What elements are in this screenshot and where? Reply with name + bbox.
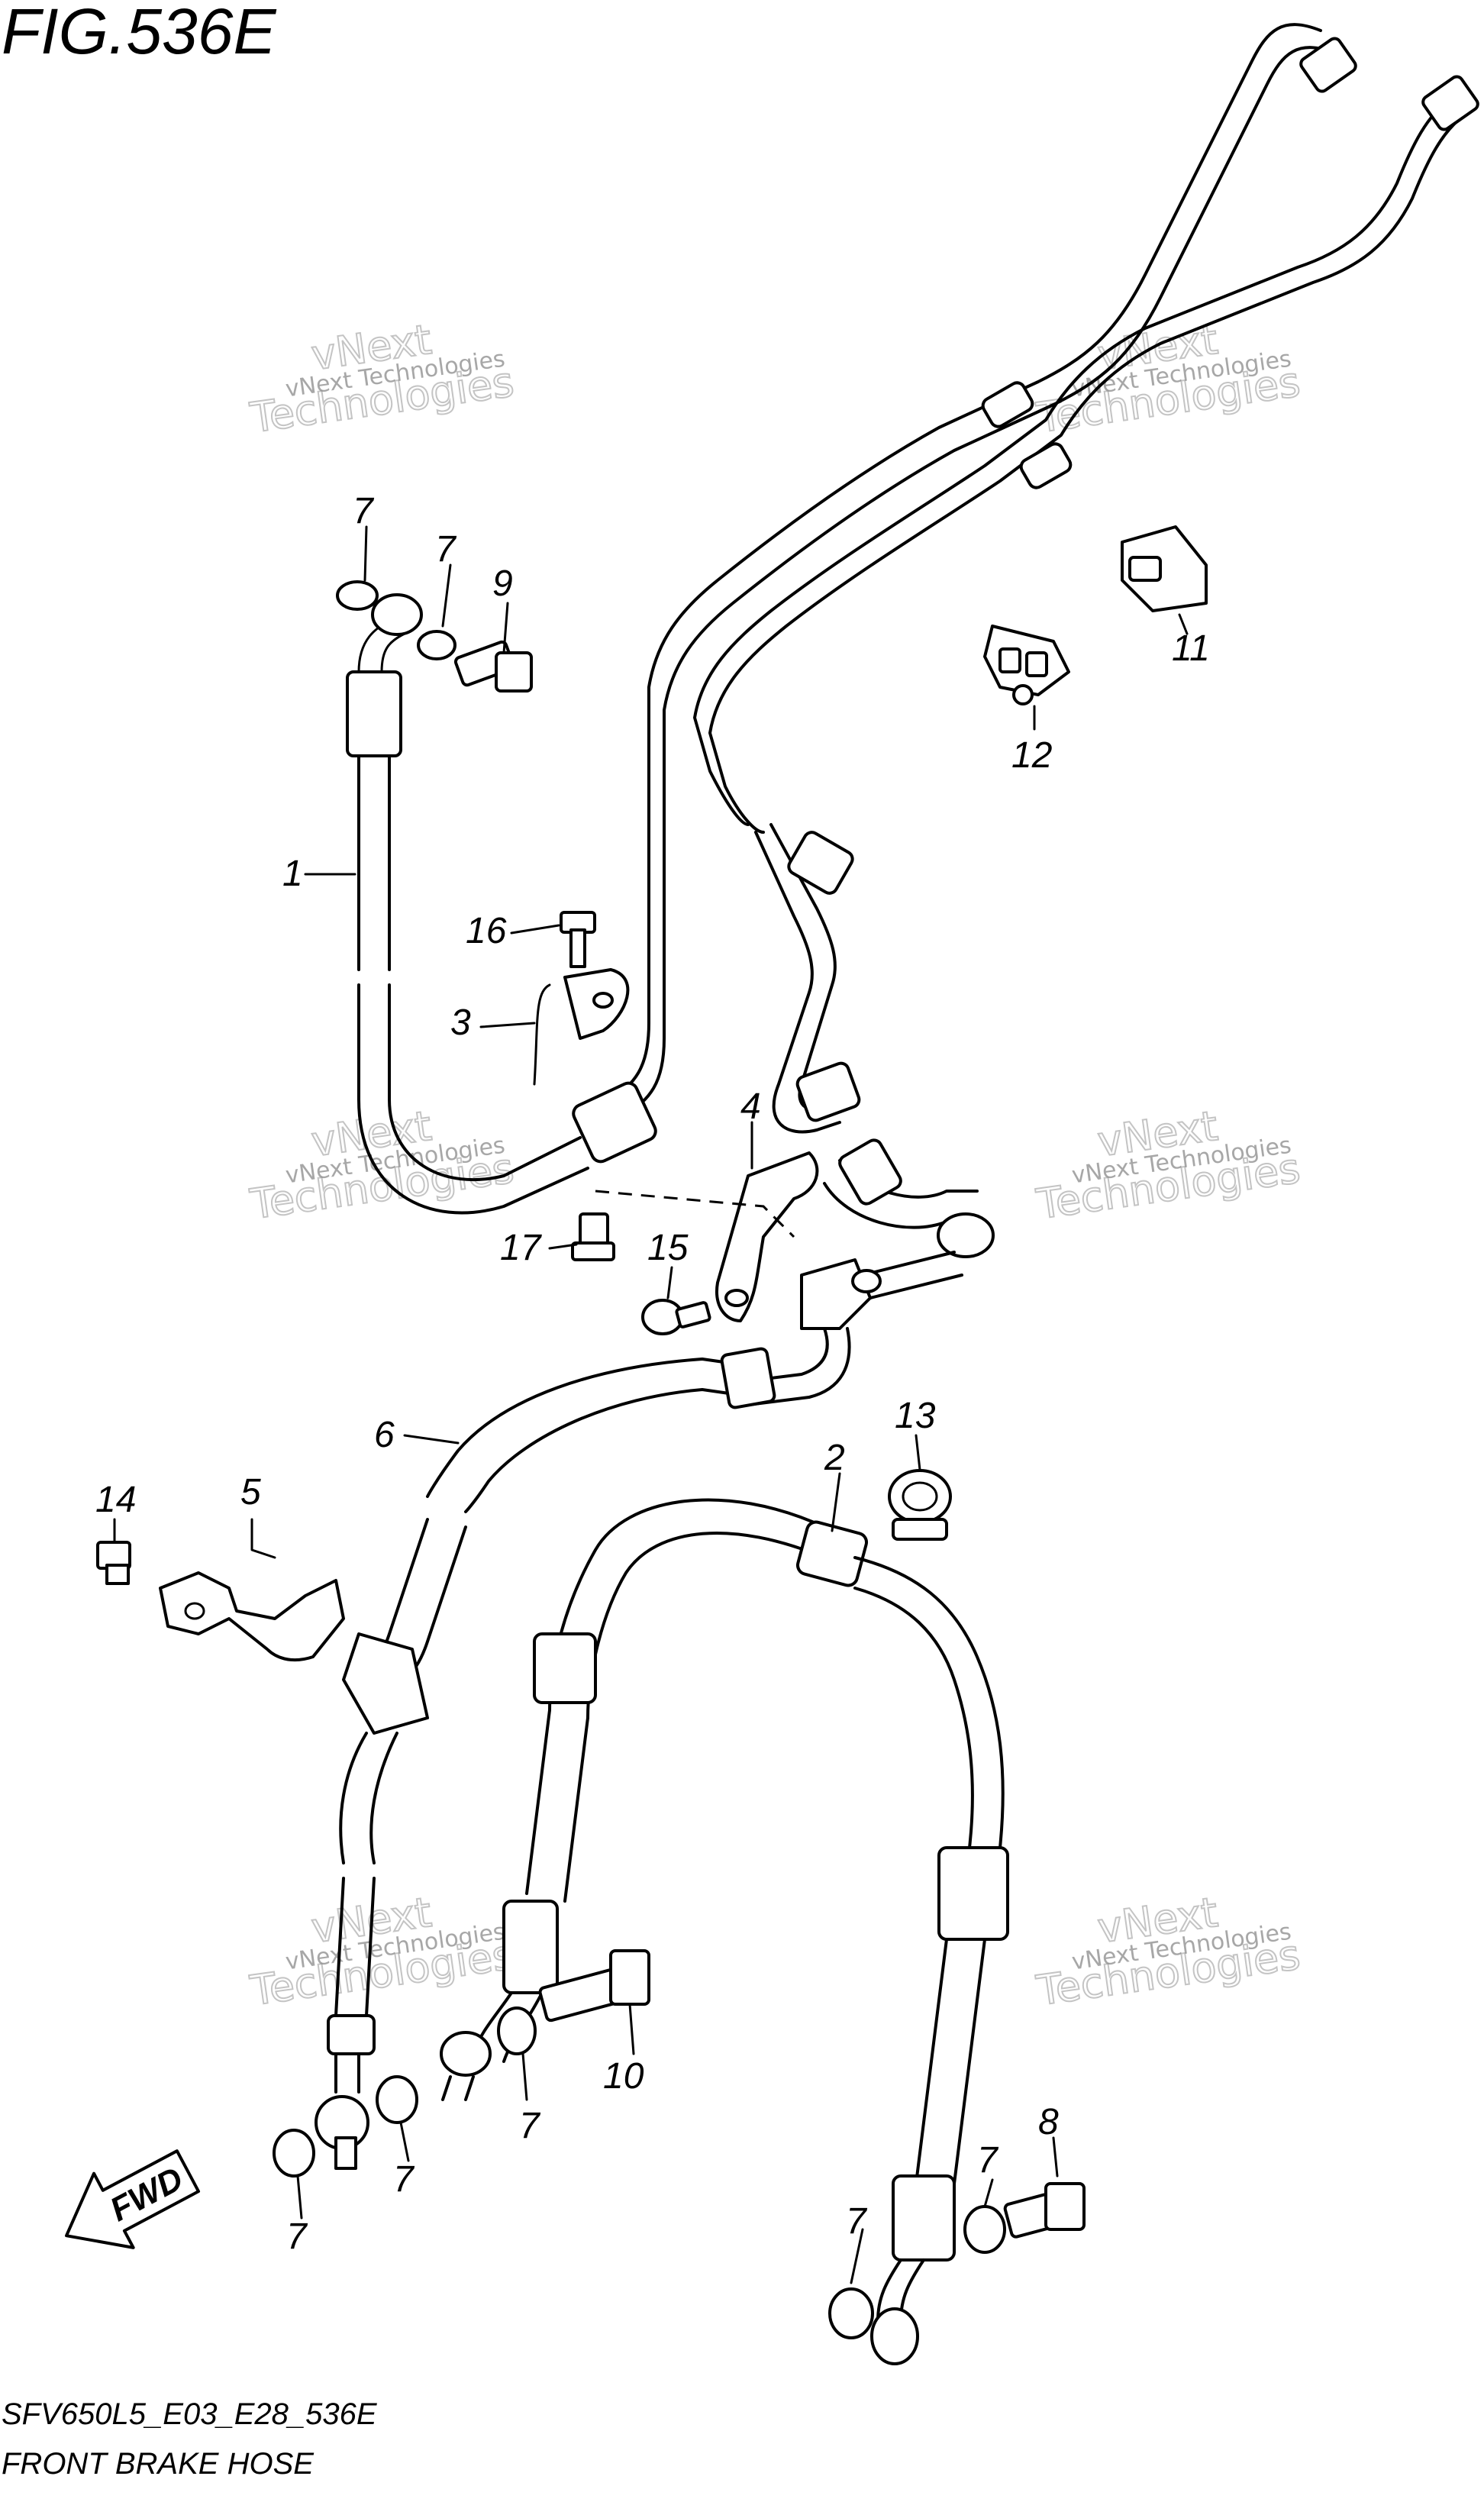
part-3-clamp: [533, 968, 630, 1086]
washer-7: [376, 2075, 418, 2124]
washer-7: [417, 630, 456, 660]
callout-11: 11: [1172, 628, 1210, 669]
callout-2: 2: [824, 1438, 845, 1478]
pipe-grommet: [1019, 442, 1073, 489]
fwd-direction-badge: FWD: [65, 2149, 201, 2249]
callout-15: 15: [647, 1228, 689, 1268]
part-13-clamp: [888, 1469, 952, 1541]
washer-7: [336, 580, 379, 611]
watermark-1: Technologies vNext vNext Technologies: [247, 315, 518, 443]
washer-7: [963, 2205, 1006, 2254]
pipe-grommet: [981, 381, 1034, 428]
callout-5: 5: [240, 1472, 261, 1512]
callout-7-e: 7: [519, 2106, 541, 2146]
hose-sleeve: [795, 1061, 861, 1122]
middle-hose: [754, 823, 995, 1299]
watermark-5: Technologies vNext vNext Technologies: [247, 1887, 518, 2016]
callout-3: 3: [450, 1002, 471, 1043]
callout-7-b: 7: [435, 529, 457, 570]
callout-4: 4: [740, 1086, 761, 1127]
figure-title: FIG.536E: [2, 0, 276, 67]
callout-8: 8: [1038, 2102, 1059, 2142]
callout-7-g: 7: [977, 2140, 999, 2181]
part-1-brake-hose-upper: [346, 617, 657, 1215]
callout-1: 1: [282, 854, 303, 894]
bolt-16: [560, 911, 596, 968]
dashed-leader: [595, 1190, 795, 1238]
pipe-end-fitting: [1421, 75, 1479, 131]
callout-17: 17: [500, 1228, 543, 1268]
washer-7: [497, 2006, 537, 2055]
part-2-brake-hose: [440, 1498, 1009, 2365]
leader-lines: [113, 525, 1189, 2284]
hose-fitting: [346, 670, 402, 757]
callout-14: 14: [95, 1480, 136, 1520]
callout-7-c: 7: [286, 2216, 308, 2257]
bolt-17: [571, 1212, 615, 1261]
banjo-eye: [870, 2307, 919, 2365]
banjo-eye: [371, 593, 423, 636]
hose-sleeve: [838, 1138, 902, 1206]
part-5-bracket: [159, 1571, 345, 1662]
watermark-2: Technologies vNext vNext Technologies: [1033, 315, 1304, 443]
washer-7: [828, 2287, 874, 2339]
figure-name: FRONT BRAKE HOSE: [2, 2447, 315, 2481]
pipe-end-fitting: [1299, 37, 1357, 93]
callout-numbers: 1 2 3 4 5 6 7 7 7 7 7 7 7 8 9 10 11 12 1…: [95, 491, 1210, 2257]
bolt-8: [1003, 2182, 1086, 2239]
hose-clip-block: [342, 1632, 429, 1735]
figure-code: SFV650L5_E03_E28_536E: [2, 2397, 378, 2431]
watermark-3: Technologies vNext vNext Technologies: [247, 1101, 518, 1229]
part-12-clip: [983, 625, 1070, 705]
callout-16: 16: [466, 911, 507, 951]
callout-10: 10: [603, 2056, 644, 2097]
watermark-6: Technologies vNext vNext Technologies: [1033, 1887, 1304, 2016]
bolt-15: [641, 1299, 711, 1335]
callout-7-d: 7: [393, 2159, 415, 2200]
hose-sleeve: [502, 1900, 559, 1994]
callout-7-a: 7: [353, 491, 375, 531]
hose-joint: [937, 1212, 995, 1258]
watermark-4: Technologies vNext vNext Technologies: [1033, 1101, 1304, 1229]
bolt-10: [538, 1949, 650, 2023]
banjo-stem: [334, 2136, 357, 2170]
bolt-14: [96, 1541, 131, 1585]
junction-block: [739, 1258, 882, 1406]
callout-9: 9: [492, 563, 513, 604]
part-6-brake-hose: [315, 1347, 776, 2170]
bolt-9: [453, 640, 533, 692]
hose-sleeve: [937, 1846, 1009, 1941]
callout-13: 13: [895, 1396, 936, 1436]
callout-6: 6: [374, 1415, 395, 1455]
hose-fitting: [327, 2014, 376, 2055]
hose-fitting: [720, 1347, 776, 1409]
upper-brake-pipes: [609, 23, 1479, 1116]
callout-7-f: 7: [846, 2201, 868, 2242]
callout-12: 12: [1011, 735, 1052, 776]
part-11-clip: [1121, 525, 1208, 612]
hose-fitting: [787, 831, 854, 895]
washer-7: [273, 2129, 315, 2178]
part-4-bracket: [715, 1151, 819, 1322]
banjo-eye: [440, 2031, 492, 2077]
hose-sleeve: [796, 1520, 868, 1587]
hose-sleeve: [533, 1632, 597, 1704]
hose-fitting: [892, 2174, 956, 2261]
hose-fitting: [572, 1081, 657, 1164]
